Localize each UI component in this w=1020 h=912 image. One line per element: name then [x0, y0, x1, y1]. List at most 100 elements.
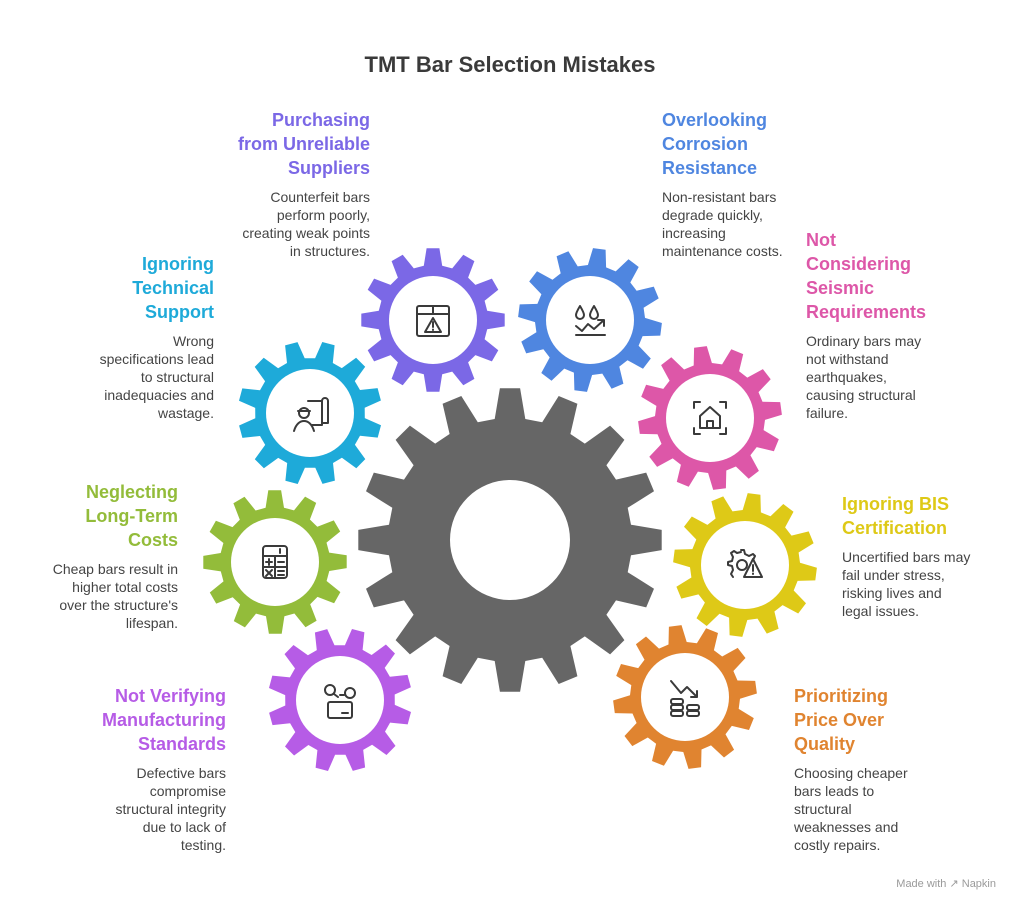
- gear-technical-support: [239, 342, 381, 484]
- heading-line: Corrosion: [662, 134, 749, 154]
- diagram-title: TMT Bar Selection Mistakes: [364, 52, 656, 77]
- heading-line: Neglecting: [85, 482, 178, 502]
- heading-line: Certification: [842, 518, 948, 538]
- house-scan-icon: [693, 401, 727, 435]
- mistake-description: Non-resistant bars degrade quickly, increa…: [662, 188, 862, 260]
- description-line: inadequacies and: [104, 387, 214, 403]
- description-line: to structural: [140, 369, 214, 385]
- description-line: risking lives and: [842, 585, 942, 601]
- box-warning-icon: [416, 305, 450, 337]
- description-line: testing.: [180, 837, 226, 853]
- gear-hub: [296, 656, 384, 744]
- gear-seismic-requirements: [638, 346, 782, 490]
- gear-price-over-quality: [613, 625, 757, 769]
- description-line: creating weak points: [242, 225, 370, 241]
- gear-long-term-costs: [203, 490, 347, 634]
- mistake-description: Ordinary bars may not withstand earthquake…: [806, 332, 1006, 422]
- description-line: compromise: [149, 783, 226, 799]
- heading-line: Support: [145, 302, 214, 322]
- description-line: degrade quickly,: [662, 207, 763, 223]
- heading-line: Overlooking: [662, 110, 768, 130]
- description-line: structural: [794, 801, 852, 817]
- heading-line: Technical: [132, 278, 214, 298]
- description-line: legal issues.: [842, 603, 920, 619]
- description-line: Cheap bars result in: [52, 561, 178, 577]
- description-line: costly repairs.: [794, 837, 881, 853]
- napkin-footer[interactable]: Made with ↗ Napkin: [896, 878, 996, 890]
- heading-line: Price Over: [794, 710, 885, 730]
- heading-line: Considering: [806, 254, 912, 274]
- description-line: increasing: [662, 225, 726, 241]
- heading-line: Ignoring: [142, 254, 214, 274]
- description-line: maintenance costs.: [662, 243, 783, 259]
- heading-line: Long-Term: [85, 506, 178, 526]
- description-line: bars leads to: [794, 783, 875, 799]
- description-line: weaknesses and: [794, 819, 899, 835]
- mistake-description: Choosing cheaper bars leads to structural w…: [794, 764, 994, 854]
- description-line: higher total costs: [72, 579, 178, 595]
- description-line: wastage.: [157, 405, 214, 421]
- heading-line: Resistance: [662, 158, 758, 178]
- heading-line: from Unreliable: [237, 134, 370, 154]
- heading-line: Requirements: [806, 302, 927, 322]
- heading-line: Not: [806, 230, 836, 250]
- heading-line: Costs: [127, 530, 178, 550]
- description-line: due to lack of: [142, 819, 226, 835]
- description-line: Ordinary bars may: [806, 333, 922, 349]
- mistake-description: Counterfeit bars perform poorly, creating …: [170, 188, 370, 260]
- description-line: causing structural: [806, 387, 916, 403]
- gear-manufacturing-standards: [269, 629, 411, 771]
- mistake-description: Defective bars compromise structural integ…: [26, 764, 226, 854]
- gear-corrosion-resistance: [518, 248, 662, 392]
- central-gear: [358, 388, 662, 692]
- heading-line: Purchasing: [271, 110, 370, 130]
- description-line: failure.: [806, 405, 849, 421]
- heading-line: Not Verifying: [114, 686, 226, 706]
- gear-warning-icon: [727, 549, 763, 578]
- description-line: Wrong: [173, 333, 214, 349]
- mistake-description: Wrong specifications lead to structural ina…: [14, 332, 214, 422]
- heading-line: Seismic: [806, 278, 875, 298]
- gear-unreliable-suppliers: [361, 248, 505, 392]
- heading-line: Quality: [794, 734, 856, 754]
- description-line: Choosing cheaper: [794, 765, 908, 781]
- description-line: earthquakes,: [806, 369, 887, 385]
- description-line: not withstand: [806, 351, 889, 367]
- gear-hub: [666, 374, 754, 462]
- heading-line: Manufacturing: [102, 710, 226, 730]
- description-line: lifespan.: [125, 615, 178, 631]
- description-line: Defective bars: [136, 765, 226, 781]
- description-line: perform poorly,: [276, 207, 370, 223]
- description-line: Counterfeit bars: [270, 189, 370, 205]
- heading-line: Suppliers: [287, 158, 370, 178]
- engineer-blueprint-icon: [293, 397, 329, 432]
- description-line: structural integrity: [115, 801, 226, 817]
- description-line: specifications lead: [99, 351, 214, 367]
- coins-down-icon: [670, 680, 700, 717]
- search-gear-card-icon: [324, 684, 356, 719]
- description-line: Non-resistant bars: [662, 189, 777, 205]
- description-line: fail under stress,: [842, 567, 945, 583]
- mistake-description: Cheap bars result in higher total costs ov…: [0, 560, 178, 632]
- heading-line: Prioritizing: [794, 686, 888, 706]
- gear-hub: [641, 653, 729, 741]
- description-line: over the structure's: [59, 597, 178, 613]
- gear-hub: [701, 521, 789, 609]
